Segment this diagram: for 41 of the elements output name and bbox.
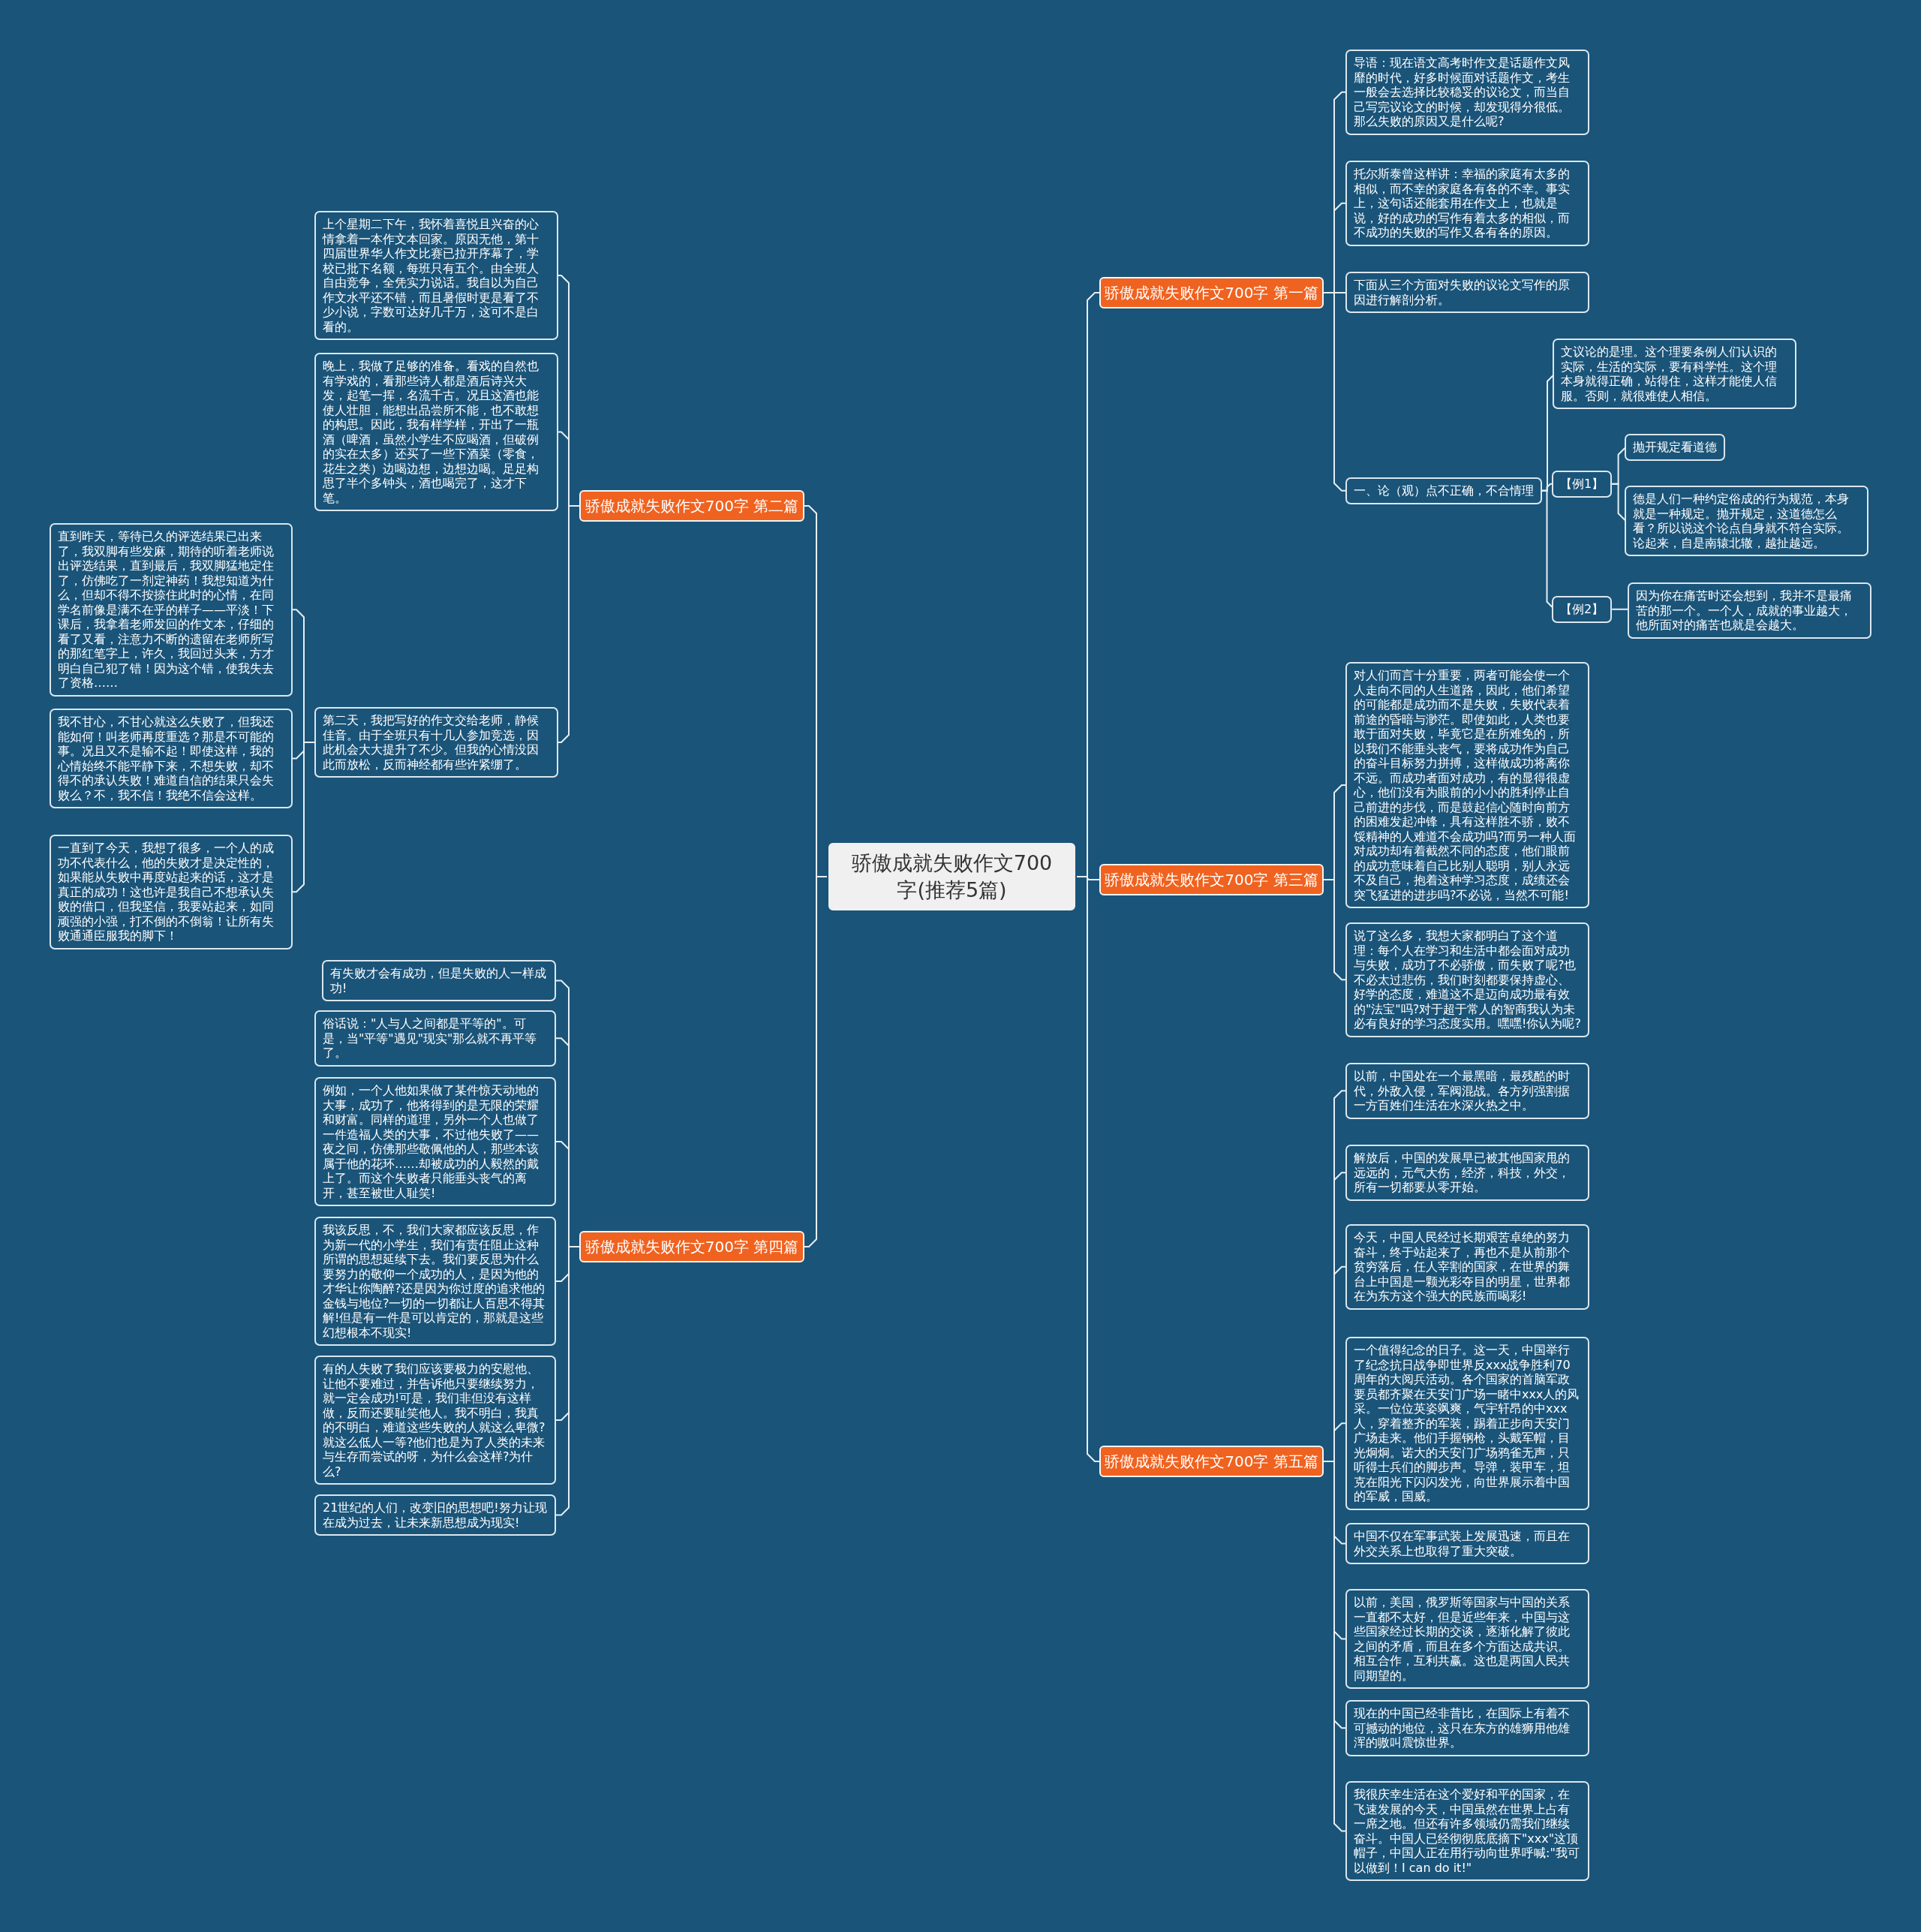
connector-line: [1611, 608, 1628, 610]
text-card: 解放后，中国的发展早已被其他国家甩的远远的，元气大伤，经济，科技，外交，所有一切都要从零开始。: [1345, 1145, 1589, 1201]
text-card: 德是人们一种约定俗成的行为规范，本身就是一种规定。抛开规定，这道德怎么看？所以说这个论点自身就不符合实际。论起来，自是南辕北辙，越扯越远。: [1625, 486, 1868, 556]
text-card: 有的人失败了我们应该要极力的安慰他、让他不要难过，并告诉他只要继续努力，就一定会成功!可是，我们非但没有这样做，反而还要耻笑他人。我不明白，我真的不明白，难道这些失败的人就这么卑微?就这么低人一等?他们也是为了人类的未来与生存而尝试的呀，为什么会这样?为什么?: [314, 1356, 556, 1485]
text-card: 文议论的是理。这个理要条例人们认识的实际，生活的实际，要有科学性。这个理本身就得正确，站得住，这样才能使人信服。否则，就很难使人相信。: [1553, 339, 1796, 409]
text-card: 晚上，我做了足够的准备。看戏的自然也有学戏的，看那些诗人都是酒后诗兴大发，起笔一挥，名流千古。况且这酒也能使人壮胆，能想出品尝所不能，也不敢想的构思。因此，我有样学样，开出了一瓶酒（啤酒，虽然小学生不应喝酒，但破例的实在太多）还买了一些下酒菜（零食，花生之类）边喝边想，边想边喝。足足构思了半个多钟头，酒也喝完了，这才下笔。: [314, 353, 558, 511]
text-card: 下面从三个方面对失败的议论文写作的原因进行解剖分析。: [1345, 272, 1589, 313]
text-card: 现在的中国已经非昔比，在国际上有着不可撼动的地位，这只在东方的雄狮用他雄浑的嗷叫震惊世界。: [1345, 1700, 1589, 1756]
text-card: 以前，美国，俄罗斯等国家与中国的关系一直都不太好，但是近些年来，中国与这些国家经过长期的交谈，逐渐化解了彼此之间的矛盾，而且在多个方面达成共识。相互合作，互利共赢。这也是两国人民共同期望的。: [1345, 1589, 1589, 1689]
central-topic: 骄傲成就失败作文700字(推荐5篇): [827, 841, 1077, 912]
text-card: 我该反思，不，我们大家都应该反思，作为新一代的小学生，我们有责任阻止这种所谓的思想延续下去。我们要反思为什么要努力的敬仰一个成功的人，是因为他的才华让你陶醉?还是因为你过度的追求他的金钱与地位?一切的一切都让人百思不得其解!但是有一件是可以肯定的，那就是这些幻想根本不现实!: [314, 1217, 556, 1346]
text-card: 直到昨天，等待已久的评选结果已出来了，我双脚有些发麻，期待的听着老师说出评选结果，直到最后，我双脚猛地定住了，仿佛吃了一剂定神药！我想知道为什么，但却不得不按捺住此时的心情，在同学名前像是满不在乎的样子——平淡！下课后，我拿着老师发回的作文本，仔细的看了又看，注意力不断的遗留在老师所写的那红笔字上，许久，我回过头来，方才明白自己犯了错！因为这个错，使我失去了资格……: [50, 523, 293, 697]
text-card: 21世纪的人们，改变旧的思想吧!努力让现在成为过去，让未来新思想成为现实!: [314, 1494, 556, 1536]
text-card: 俗话说："人与人之间都是平等的"。可是，当"平等"遇见"现实"那么就不再平等了。: [314, 1010, 556, 1067]
text-card: 抛开规定看道德: [1625, 434, 1725, 461]
branch-topic: 骄傲成就失败作文700字 第四篇: [579, 1231, 804, 1262]
text-card: 我很庆幸生活在这个爱好和平的国家，在飞速发展的今天，中国虽然在世界上占有一席之地。但还有许多领域仍需我们继续奋斗。中国人已经彻彻底底摘下"xxx"这顶帽子，中国人正在用行动向世界呼喊:"我可以做到！I can do it!": [1345, 1781, 1589, 1881]
text-card: 例如，一个人他如果做了某件惊天动地的大事，成功了，他将得到的是无限的荣耀和财富。同样的道理，另外一个人也做了一件造福人类的大事，不过他失败了——夜之间，仿佛那些敬佩他的人，那些本该属于他的花环……却被成功的人毅然的戴上了。而这个失败者只能垂头丧气的离开，甚至被世人耻笑!: [314, 1077, 556, 1206]
connector-line: [1323, 292, 1346, 492]
text-card: 第二天，我把写好的作文交给老师，静候佳音。由于全班只有十几人参加竞选，因此机会大大提升了不少。但我的心情没因此而放松，反而神经都有些许紧绷了。: [314, 707, 558, 778]
text-card: 托尔斯泰曾这样讲：幸福的家庭有太多的相似，而不幸的家庭各有各的不幸。事实上，这句话还能套用在作文上，也就是说，好的成功的写作有着太多的相似，而不成功的失败的写作又各有各的原因。: [1345, 161, 1589, 246]
text-card: 【例1】: [1552, 471, 1613, 498]
text-card: 有失败才会有成功，但是失败的人一样成功!: [322, 960, 556, 1001]
text-card: 上个星期二下午，我怀着喜悦且兴奋的心情拿着一本作文本回家。原因无他，第十四届世界华人作文比赛已拉开序幕了，学校已批下名额，每班只有五个。由全班人自由竞争，全凭实力说话。我自以为自己作文水平还不错，而且暑假时更是看了不少小说，字数可达好几千万，这可不是白看的。: [314, 211, 558, 340]
text-card: 我不甘心，不甘心就这么失败了，但我还能如何！叫老师再度重选？那是不可能的事。况且又不是输不起！即使这样，我的心情始终不能平静下来，不想失败，却不得不的承认失败！难道自信的结果只会失败么？不，我不信！我绝不信会这样。: [50, 709, 293, 808]
text-card: 【例2】: [1552, 596, 1613, 623]
branch-topic: 骄傲成就失败作文700字 第二篇: [579, 490, 804, 522]
branch-topic: 骄傲成就失败作文700字 第三篇: [1099, 864, 1324, 895]
text-card: 一直到了今天，我想了很多，一个人的成功不代表什么，他的失败才是决定性的，如果能从失败中再度站起来的话，这才是真正的成功！这也许是我自己不想承认失败的借口，但我坚信，我要站起来，如同顽强的小强，打不倒的不倒翁！让所有失败通通臣服我的脚下！: [50, 835, 293, 949]
text-card: 中国不仅在军事武装上发展迅速，而且在外交关系上也取得了重大突破。: [1345, 1523, 1589, 1564]
connector-line: [558, 505, 580, 743]
branch-topic: 骄傲成就失败作文700字 第一篇: [1099, 277, 1324, 308]
text-card: 今天，中国人民经过长期艰苦卓绝的努力奋斗，终于站起来了，再也不是从前那个贫穷落后，任人宰割的国家，在世界的舞台上中国是一颗光彩夺目的明星，世界都在为东方这个强大的民族而喝彩!: [1345, 1224, 1589, 1310]
text-card: 以前，中国处在一个最黑暗，最残酷的时代，外敌入侵，军阀混战。各方列强割据一方百姓们生活在水深火热之中。: [1345, 1063, 1589, 1119]
text-card: 一、论（观）点不正确，不合情理: [1345, 477, 1542, 504]
text-card: 导语：现在语文高考时作文是话题作文风靡的时代，好多时候面对话题作文，考生一般会去选择比较稳妥的议论文，而当自己写完议论文的时候，却发现得分很低。那么失败的原因又是什么呢?: [1345, 50, 1589, 135]
text-card: 因为你在痛苦时还会想到，我并不是最痛苦的那一个。一个人，成就的事业越大，他所面对的痛苦也就是会越大。: [1628, 582, 1871, 639]
branch-topic: 骄傲成就失败作文700字 第五篇: [1099, 1446, 1324, 1477]
text-card: 对人们而言十分重要，两者可能会使一个人走向不同的人生道路，因此，他们希望的可能都是成功而不是失败，失败代表着前途的昏暗与渺茫。即使如此，人类也要敢于面对失败，毕竟它是在所难免的，所以我们不能垂头丧气，要将成功作为自己的奋斗目标努力拼搏，这样做成功将离你不远。而成功者面对成功，有的显得很虚心，他们没有为眼前的小小的胜利停止自己前进的步伐，而是鼓起信心随时向前方的困难发起冲锋，具有这样胜不骄，败不馁精神的人难道不会成功吗?而另一种人面对成功却有着截然不同的态度，他们眼前的成功意味着自己比别人聪明，别人永远不及自己，抱着这种学习态度，成绩还会突飞猛进的进步吗?不必说，当然不可能!: [1345, 662, 1589, 908]
text-card: 一个值得纪念的日子。这一天，中国举行了纪念抗日战争即世界反xxx战争胜利70周年的大阅兵活动。各个国家的首脑军政要员都齐聚在天安门广场一睹中xxx人的风采。一位位英姿飒爽，气宇轩昂的中xxx人，穿着整齐的军装，踢着正步向天安门广场走来。他们手握钢枪，头戴军帽，目光炯炯。诺大的天安门广场鸦雀无声，只听得士兵们的脚步声。导弹，装甲车，坦克在阳光下闪闪发光，向世界展示着中国的军威，国威。: [1345, 1337, 1589, 1510]
text-card: 说了这么多，我想大家都明白了这个道理：每个人在学习和生活中都会面对成功与失败，成功了不必骄傲，而失败了呢?也不必太过悲伤，我们时刻都要保持虚心、好学的态度，难道这不是迈向成功最有效的"法宝"吗?对于超于常人的智商我认为未必有良好的学习态度实用。嘿嘿!你认为呢?: [1345, 922, 1589, 1037]
